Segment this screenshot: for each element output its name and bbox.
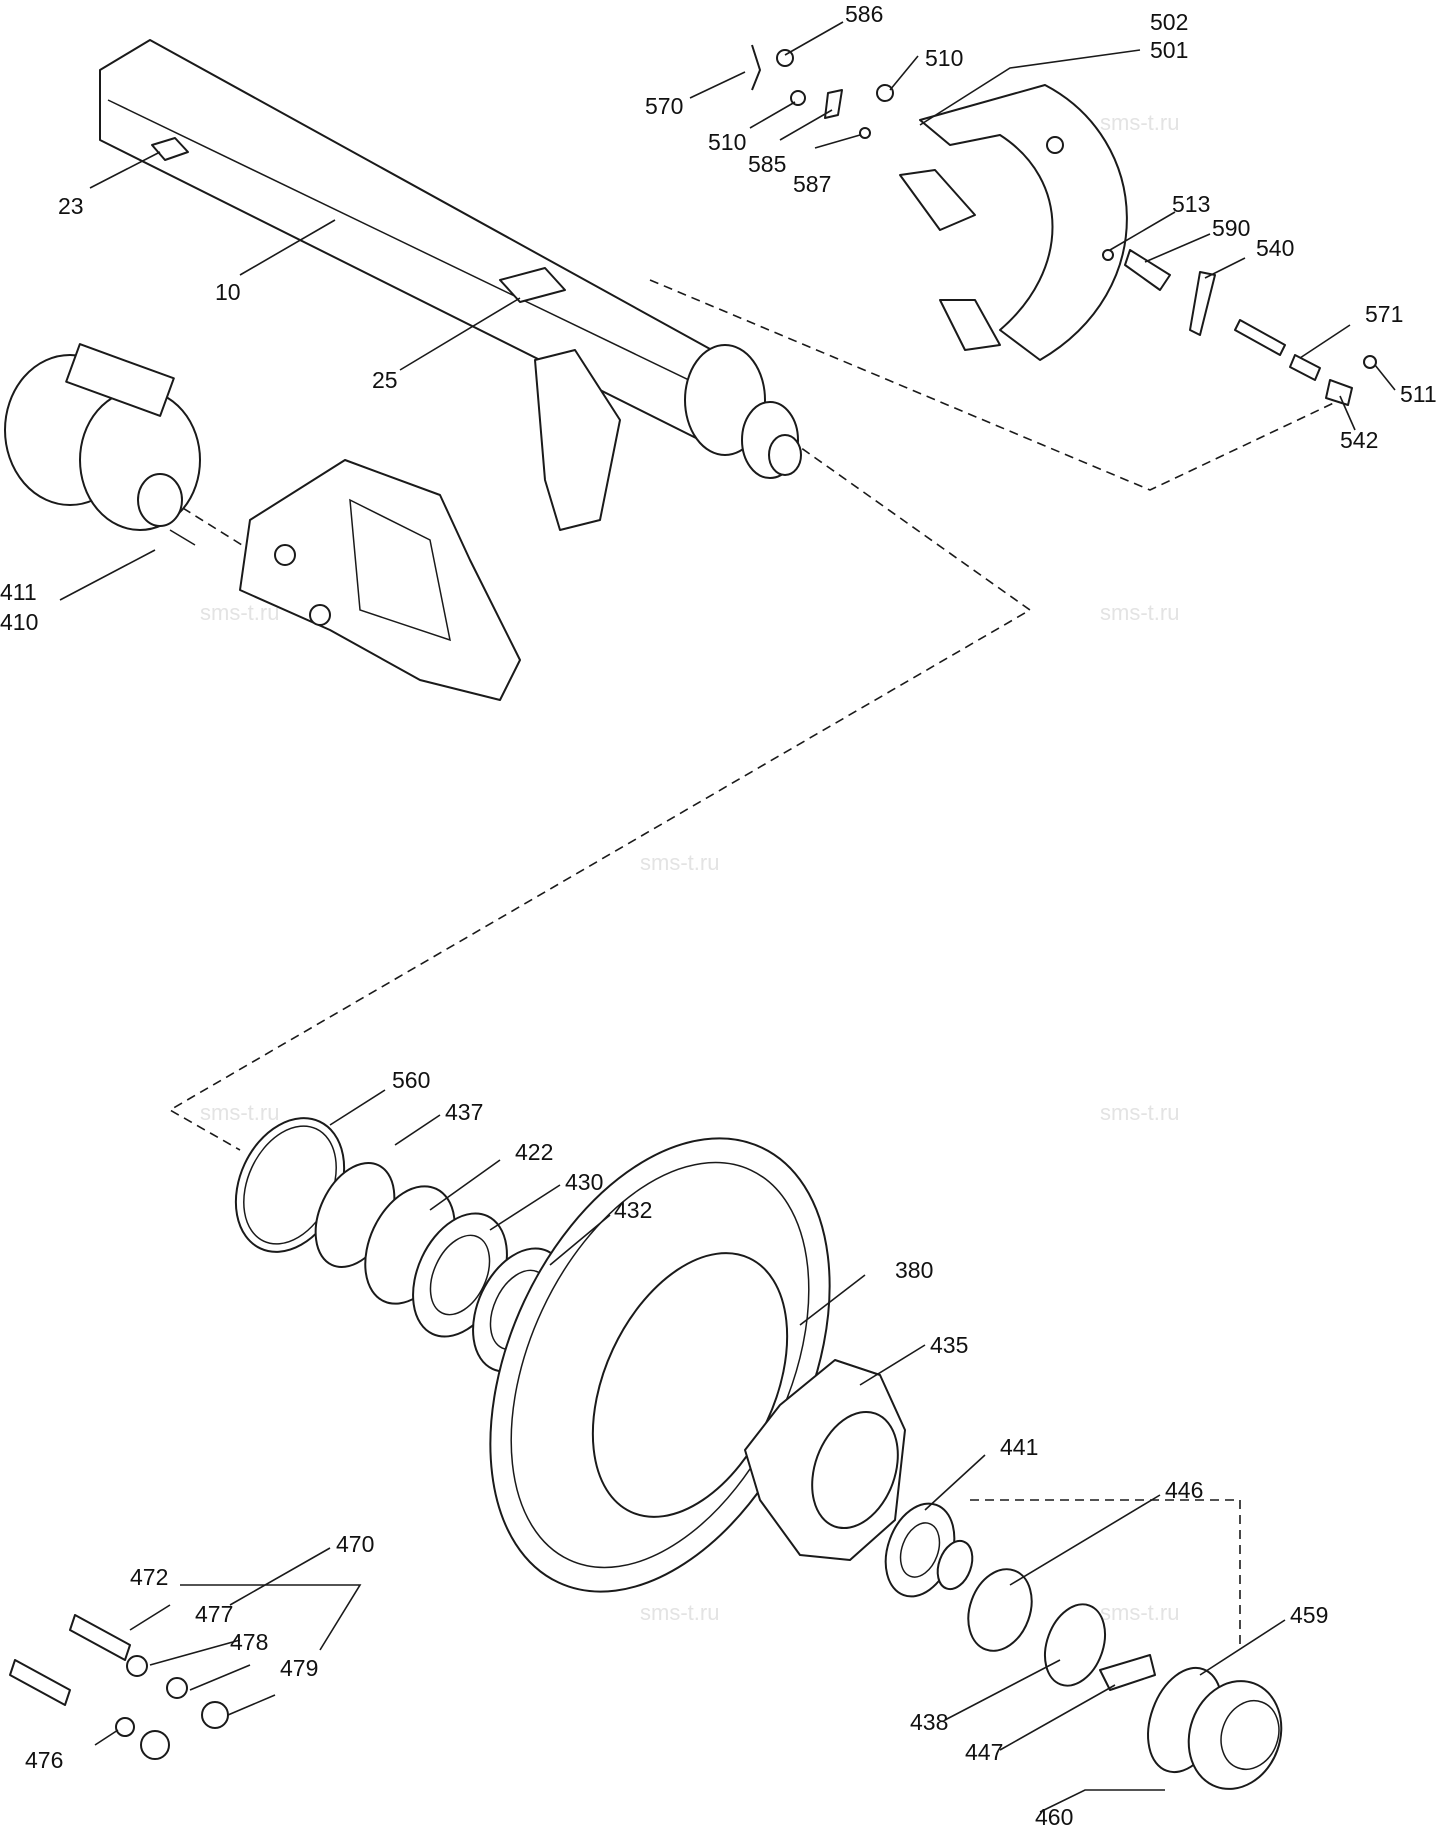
nut-510-b (876, 84, 894, 102)
shield-bracket-upper (899, 169, 976, 231)
nut-479 (201, 1701, 229, 1729)
watermark: sms-t.ru (1100, 1600, 1179, 1625)
brake-shield (919, 84, 1128, 361)
screw-511 (1363, 355, 1377, 369)
brake-chamber (4, 343, 201, 546)
watermark: sms-t.ru (200, 1100, 279, 1125)
callout-447: 447 (965, 1739, 1003, 1765)
watermark: sms-t.ru (1100, 600, 1179, 625)
callout-510: 510 (708, 129, 746, 155)
shield-bracket-lower (939, 299, 1001, 351)
brake-shield-group (751, 44, 1377, 406)
bracket-540 (1189, 271, 1216, 336)
hub-bore (811, 1410, 899, 1530)
bracket-585 (824, 89, 843, 119)
callout-23: 23 (58, 193, 84, 219)
clip-586 (776, 49, 794, 67)
callout-513: 513 (1172, 191, 1210, 217)
axle-beam (99, 39, 802, 531)
callout-476: 476 (25, 1747, 63, 1773)
watermark-layer: sms-t.ru sms-t.ru sms-t.ru sms-t.ru sms-… (200, 110, 1179, 1625)
axle-pad-23 (151, 137, 189, 161)
snap-ring-438 (1044, 1603, 1106, 1687)
dashed-line-brake-shield (649, 279, 1341, 491)
chamber-port (137, 473, 183, 527)
callout-437: 437 (445, 1099, 483, 1125)
callout-585: 585 (748, 151, 786, 177)
washer-476 (115, 1717, 135, 1737)
callout-590: 590 (1212, 215, 1250, 241)
callout-438: 438 (910, 1709, 948, 1735)
callout-542: 542 (1340, 427, 1378, 453)
sensor-cable-570 (751, 44, 761, 91)
nut-476 (140, 1730, 170, 1760)
callout-435: 435 (930, 1332, 968, 1358)
outer-parts-group (884, 1502, 1283, 1790)
axle-pad-25 (499, 267, 566, 303)
callout-586: 586 (845, 1, 883, 27)
washer-477 (126, 1655, 148, 1677)
nut-446 (967, 1568, 1033, 1652)
washer-587 (859, 127, 871, 139)
callout-410: 410 (0, 609, 38, 635)
stud-group (9, 1614, 229, 1760)
callout-446: 446 (1165, 1477, 1203, 1503)
brake-caliper (239, 459, 521, 701)
caliper-body (239, 459, 521, 701)
washer-513 (1102, 249, 1114, 261)
washer-478 (166, 1677, 188, 1699)
watermark: sms-t.ru (640, 1600, 719, 1625)
wheel-hub (744, 1359, 906, 1561)
callout-459: 459 (1290, 1602, 1328, 1628)
callout-10: 10 (215, 279, 241, 305)
callout-477: 477 (195, 1601, 233, 1627)
callout-460: 460 (1035, 1804, 1073, 1829)
callout-478: 478 (230, 1629, 268, 1655)
hub-rings-group (234, 1117, 568, 1373)
callout-470: 470 (336, 1531, 374, 1557)
callout-472: 472 (130, 1564, 168, 1590)
callout-501: 501 (1150, 37, 1188, 63)
pin-540 (1234, 319, 1286, 356)
callout-587: 587 (793, 171, 831, 197)
callout-560: 560 (392, 1067, 430, 1093)
lock-447 (1099, 1654, 1156, 1691)
bushing-590 (1124, 249, 1171, 291)
washer-441 (936, 1539, 974, 1591)
callout-25: 25 (372, 367, 398, 393)
hubcap-460 (1187, 1680, 1283, 1790)
callout-479: 479 (280, 1655, 318, 1681)
callout-380: 380 (895, 1257, 933, 1283)
callout-430: 430 (565, 1169, 603, 1195)
callout-511: 511 (1400, 381, 1437, 407)
dashed-line-hubcap (970, 1499, 1241, 1650)
callout-432: 432 (614, 1197, 652, 1223)
watermark: sms-t.ru (640, 850, 719, 875)
callout-422: 422 (515, 1139, 553, 1165)
axle-beam-body (99, 39, 731, 441)
axle-bracket (534, 349, 621, 531)
sleeve-571 (1289, 354, 1321, 381)
leader-lines (59, 21, 1396, 1813)
callout-570: 570 (645, 93, 683, 119)
callout-502: 502 (1150, 9, 1188, 35)
callout-411: 411 (0, 579, 37, 605)
callout-441: 441 (1000, 1434, 1038, 1460)
callout-510: 510 (925, 45, 963, 71)
watermark: sms-t.ru (1100, 110, 1179, 135)
callout-540: 540 (1256, 235, 1294, 261)
callout-571: 571 (1365, 301, 1403, 327)
watermark: sms-t.ru (200, 600, 279, 625)
spindle-end (768, 434, 802, 476)
brake-disc (489, 1137, 831, 1593)
chamber-stud (169, 529, 196, 546)
watermark: sms-t.ru (1100, 1100, 1179, 1125)
stud-472 (69, 1614, 131, 1661)
clip-542 (1325, 379, 1353, 406)
stud-476 (9, 1659, 71, 1706)
chamber-valve (65, 343, 175, 417)
